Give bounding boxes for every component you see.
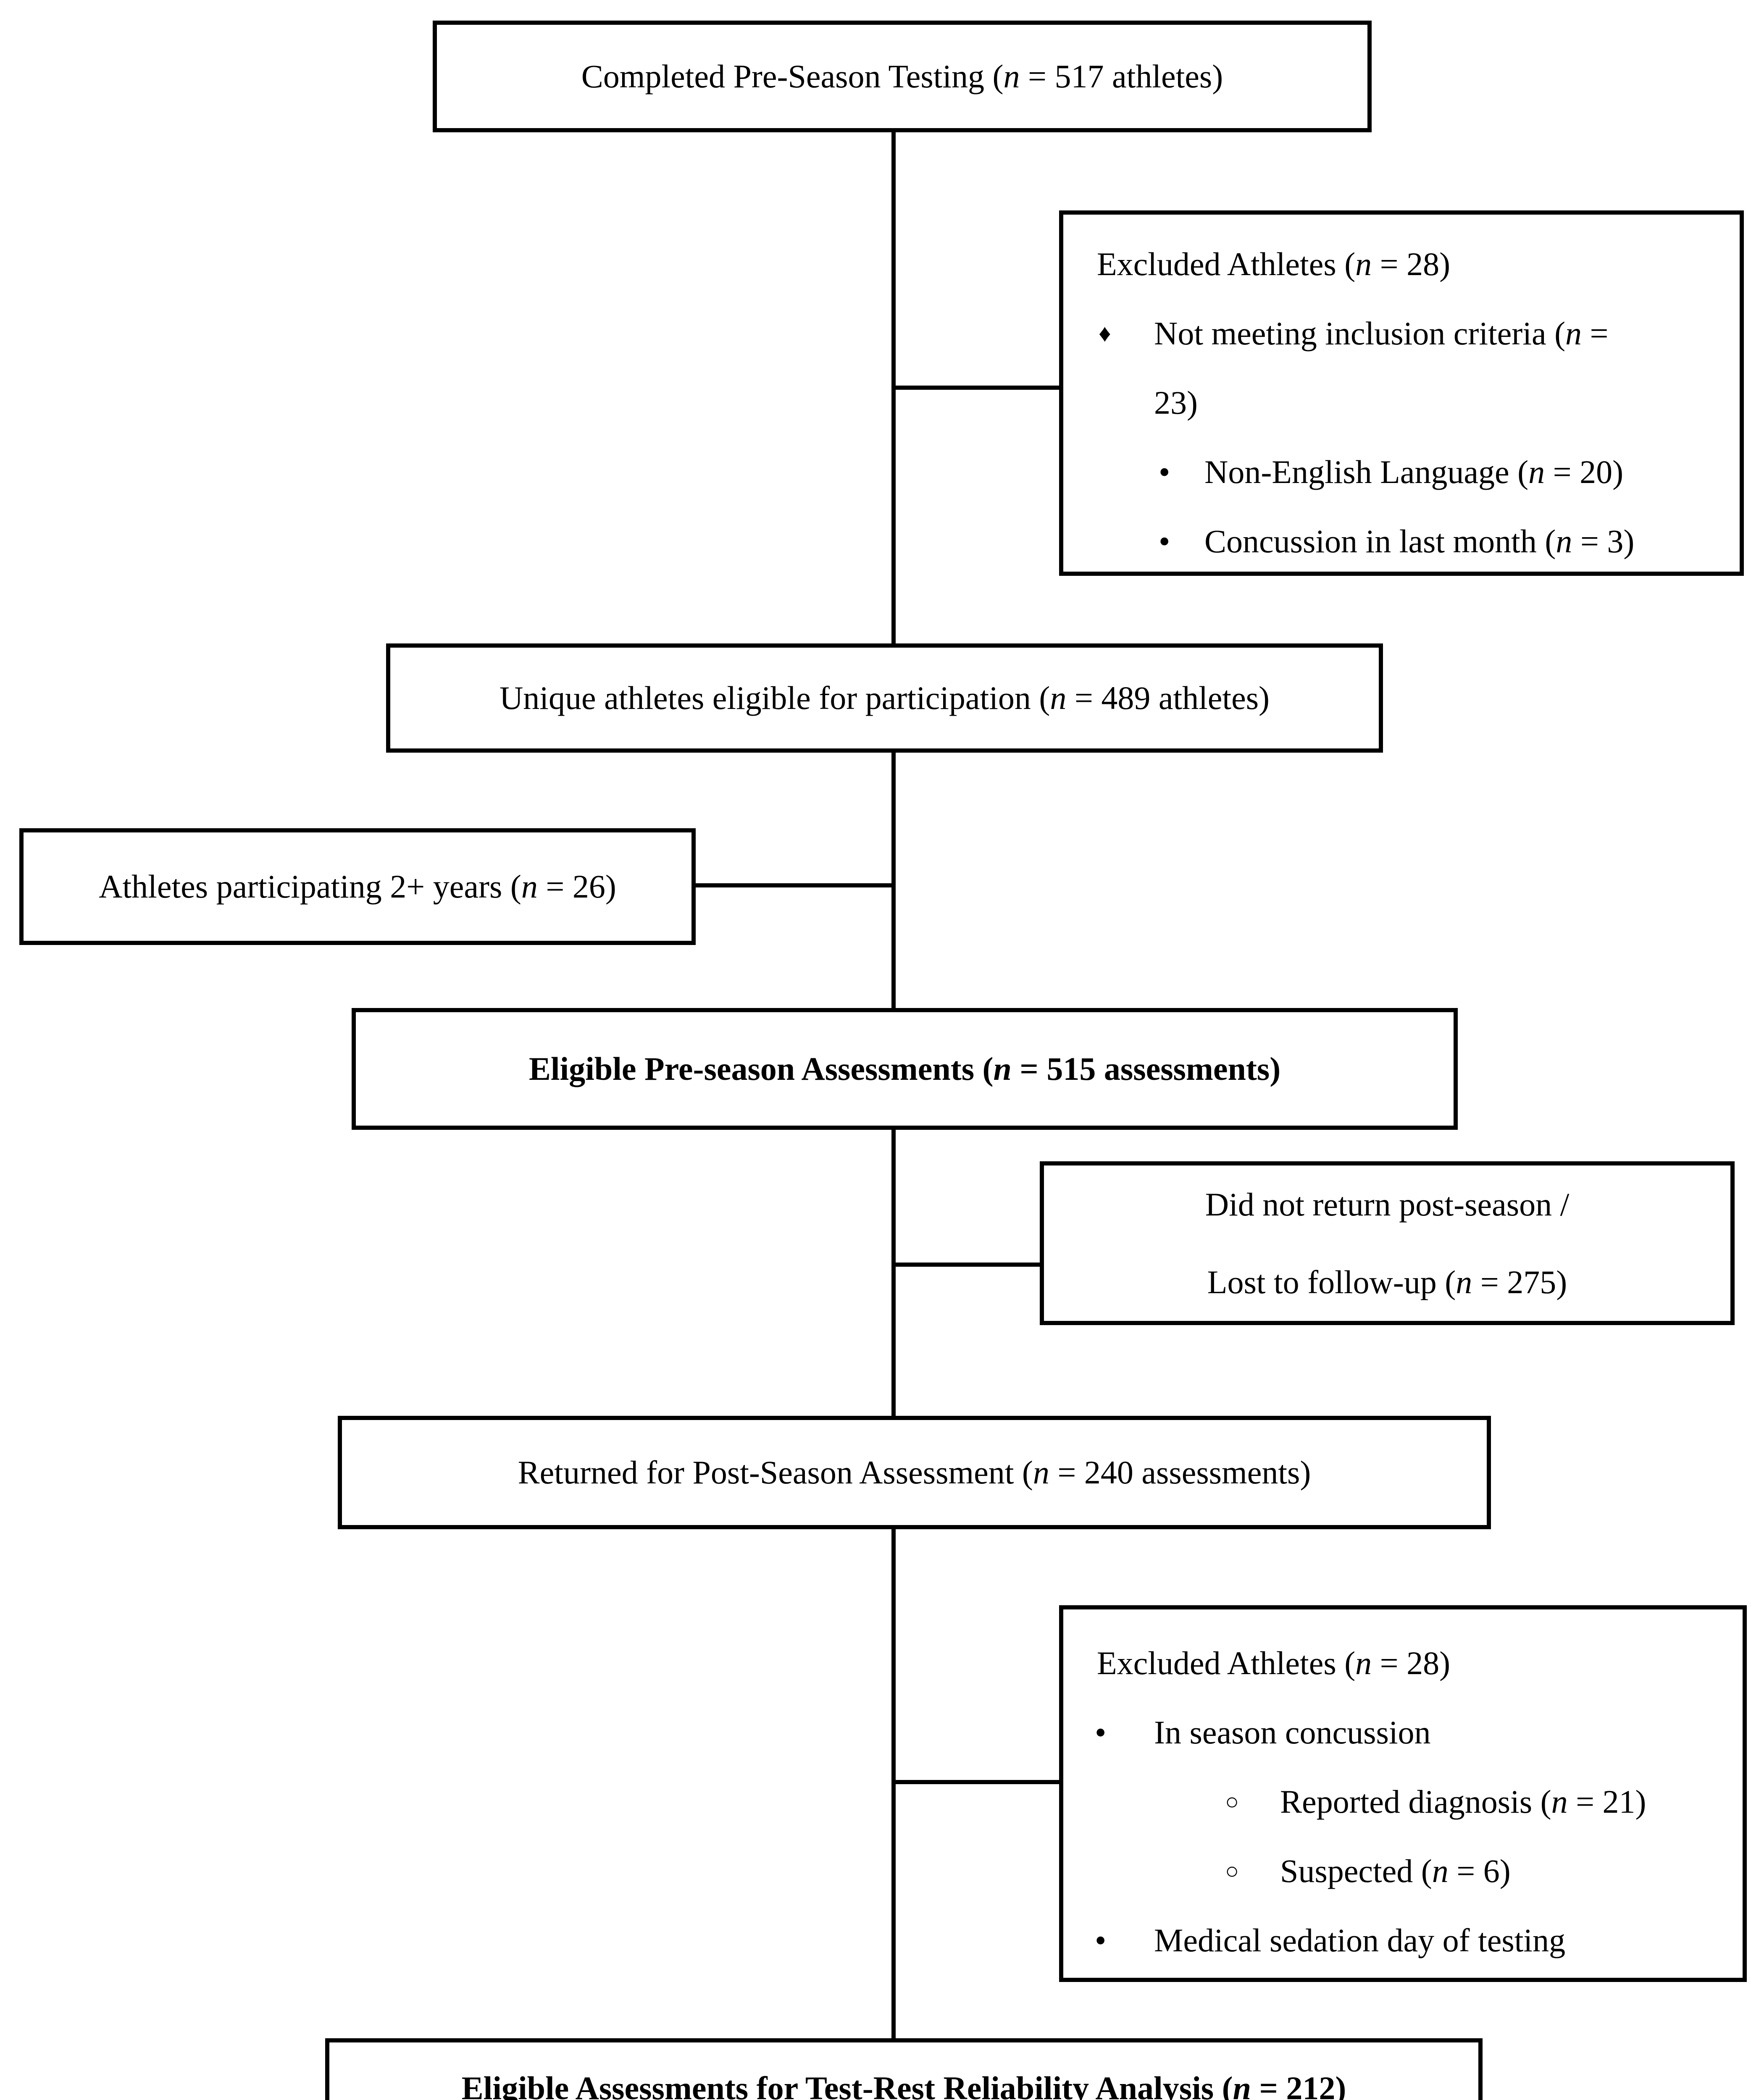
flow-line-branch-excluded-preseason xyxy=(891,386,1059,390)
label-text: = 20) xyxy=(1545,454,1624,490)
label-text: = 28) xyxy=(1372,246,1451,282)
list-item-non-english: • Non-English Language (n = 20) xyxy=(1063,437,1740,507)
list-item-line: 23) xyxy=(1154,384,1198,421)
label-text: = 3) xyxy=(1572,523,1635,559)
n-variable: n xyxy=(1528,454,1545,490)
label-text: Completed Pre-Season Testing ( xyxy=(581,58,1004,95)
list-item-medical-sedation: • Medical sedation day of testing xyxy=(1063,1906,1743,1975)
box-eligible-preseason-label: Eligible Pre-season Assessments (n = 515… xyxy=(529,1048,1280,1089)
label-text: Not meeting inclusion criteria ( xyxy=(1154,315,1566,352)
lost-followup-line1: Did not return post-season / xyxy=(1205,1186,1570,1223)
label-text: = 275) xyxy=(1472,1264,1567,1300)
label-text: Athletes participating 2+ years ( xyxy=(99,868,521,905)
disc-bullet-icon: • xyxy=(1159,523,1170,559)
n-variable: n xyxy=(1050,680,1067,717)
list-item-text: Medical sedation day of testing xyxy=(1154,1922,1566,1958)
box-eligible-final-analysis: Eligible Assessments for Test-Rest Relia… xyxy=(325,2038,1483,2100)
label-text: = 212) xyxy=(1251,2069,1346,2100)
disc-bullet-icon: • xyxy=(1159,454,1170,490)
n-variable: n xyxy=(1551,1783,1568,1820)
disc-bullet-icon: • xyxy=(1095,1714,1107,1751)
disc-bullet-icon: • xyxy=(1095,1922,1107,1958)
box-completed-preseason-testing: Completed Pre-Season Testing (n = 517 at… xyxy=(433,21,1372,132)
list-item-text: Not meeting inclusion criteria (n = 23) xyxy=(1154,299,1740,437)
box-eligible-preseason-assessments: Eligible Pre-season Assessments (n = 515… xyxy=(352,1008,1458,1130)
flow-line-branch-excluded-postseason xyxy=(891,1780,1059,1784)
label-text: Unique athletes eligible for participati… xyxy=(499,680,1050,717)
list-item-suspected: ○ Suspected (n = 6) xyxy=(1063,1836,1743,1906)
n-variable: n xyxy=(521,868,538,905)
box-returned-postseason: Returned for Post-Season Assessment (n =… xyxy=(338,1416,1491,1529)
label-text: Excluded Athletes ( xyxy=(1097,246,1356,282)
box-unique-athletes-label: Unique athletes eligible for participati… xyxy=(500,677,1270,719)
list-item-concussion-last-month: • Concussion in last month (n = 3) xyxy=(1063,507,1740,576)
n-variable: n xyxy=(1565,315,1582,352)
label-text: Reported diagnosis ( xyxy=(1280,1783,1551,1820)
label-text: Eligible Pre-season Assessments ( xyxy=(528,1050,994,1087)
box-completed-preseason-label: Completed Pre-Season Testing (n = 517 at… xyxy=(581,56,1223,97)
label-text: = 240 assessments) xyxy=(1049,1454,1311,1491)
box-excluded-postseason: Excluded Athletes (n = 28) • In season c… xyxy=(1059,1605,1747,1982)
label-text: = 28) xyxy=(1372,1645,1451,1681)
flow-line-branch-two-plus-years xyxy=(693,883,896,887)
box-returned-postseason-label: Returned for Post-Season Assessment (n =… xyxy=(518,1452,1311,1493)
diamond-bullet-icon: ♦ xyxy=(1099,320,1111,347)
list-item-reported-diagnosis: ○ Reported diagnosis (n = 21) xyxy=(1063,1767,1743,1836)
label-text: = 6) xyxy=(1448,1853,1511,1889)
lost-followup-line2: Lost to follow-up (n = 275) xyxy=(1207,1243,1567,1321)
n-variable: n xyxy=(1432,1853,1449,1889)
list-item-not-meeting-criteria: ♦ Not meeting inclusion criteria (n = 23… xyxy=(1063,299,1740,437)
n-variable: n xyxy=(1233,2069,1251,2100)
label-text: = 489 athletes) xyxy=(1066,680,1270,717)
n-variable: n xyxy=(1003,58,1020,95)
list-item-text: Suspected (n = 6) xyxy=(1280,1836,1743,1906)
n-variable: n xyxy=(993,1050,1012,1087)
label-text: = 21) xyxy=(1567,1783,1646,1820)
label-text: Returned for Post-Season Assessment ( xyxy=(518,1454,1033,1491)
circle-bullet-icon: ○ xyxy=(1225,1858,1239,1884)
n-variable: n xyxy=(1033,1454,1049,1491)
box-lost-to-followup: Did not return post-season / Lost to fol… xyxy=(1040,1161,1735,1325)
flow-line-branch-lost-followup xyxy=(891,1263,1040,1267)
label-text: = xyxy=(1582,315,1609,352)
n-variable: n xyxy=(1556,523,1572,559)
label-text: = 515 assessments) xyxy=(1011,1050,1281,1087)
n-variable: n xyxy=(1355,246,1372,282)
label-text: Excluded Athletes ( xyxy=(1097,1645,1356,1681)
n-variable: n xyxy=(1456,1264,1472,1300)
circle-bullet-icon: ○ xyxy=(1225,1789,1239,1814)
box-excluded-preseason: Excluded Athletes (n = 28) ♦ Not meeting… xyxy=(1059,210,1744,576)
box-two-plus-years-label: Athletes participating 2+ years (n = 26) xyxy=(99,866,616,907)
label-text: Suspected ( xyxy=(1280,1853,1432,1889)
box-eligible-final-label: Eligible Assessments for Test-Rest Relia… xyxy=(462,2068,1346,2100)
list-item-text: Concussion in last month (n = 3) xyxy=(1204,507,1740,576)
box-athletes-two-plus-years: Athletes participating 2+ years (n = 26) xyxy=(19,828,696,945)
list-item-text: Non-English Language (n = 20) xyxy=(1204,437,1740,507)
excluded-postseason-title: Excluded Athletes (n = 28) xyxy=(1063,1628,1743,1698)
list-item-in-season-concussion: • In season concussion xyxy=(1063,1698,1743,1767)
list-item-text: In season concussion xyxy=(1154,1714,1431,1751)
list-item-line: Not meeting inclusion criteria (n = xyxy=(1154,299,1740,368)
label-text: = 517 athletes) xyxy=(1020,58,1223,95)
label-text: = 26) xyxy=(537,868,616,905)
label-text: Non-English Language ( xyxy=(1204,454,1529,490)
box-unique-athletes-eligible: Unique athletes eligible for participati… xyxy=(386,643,1383,753)
n-variable: n xyxy=(1355,1645,1372,1681)
label-text: Eligible Assessments for Test-Rest Relia… xyxy=(461,2069,1233,2100)
list-item-text: Reported diagnosis (n = 21) xyxy=(1280,1767,1743,1836)
label-text: Lost to follow-up ( xyxy=(1207,1264,1456,1300)
excluded-preseason-title: Excluded Athletes (n = 28) xyxy=(1063,229,1740,299)
label-text: Concussion in last month ( xyxy=(1204,523,1556,559)
